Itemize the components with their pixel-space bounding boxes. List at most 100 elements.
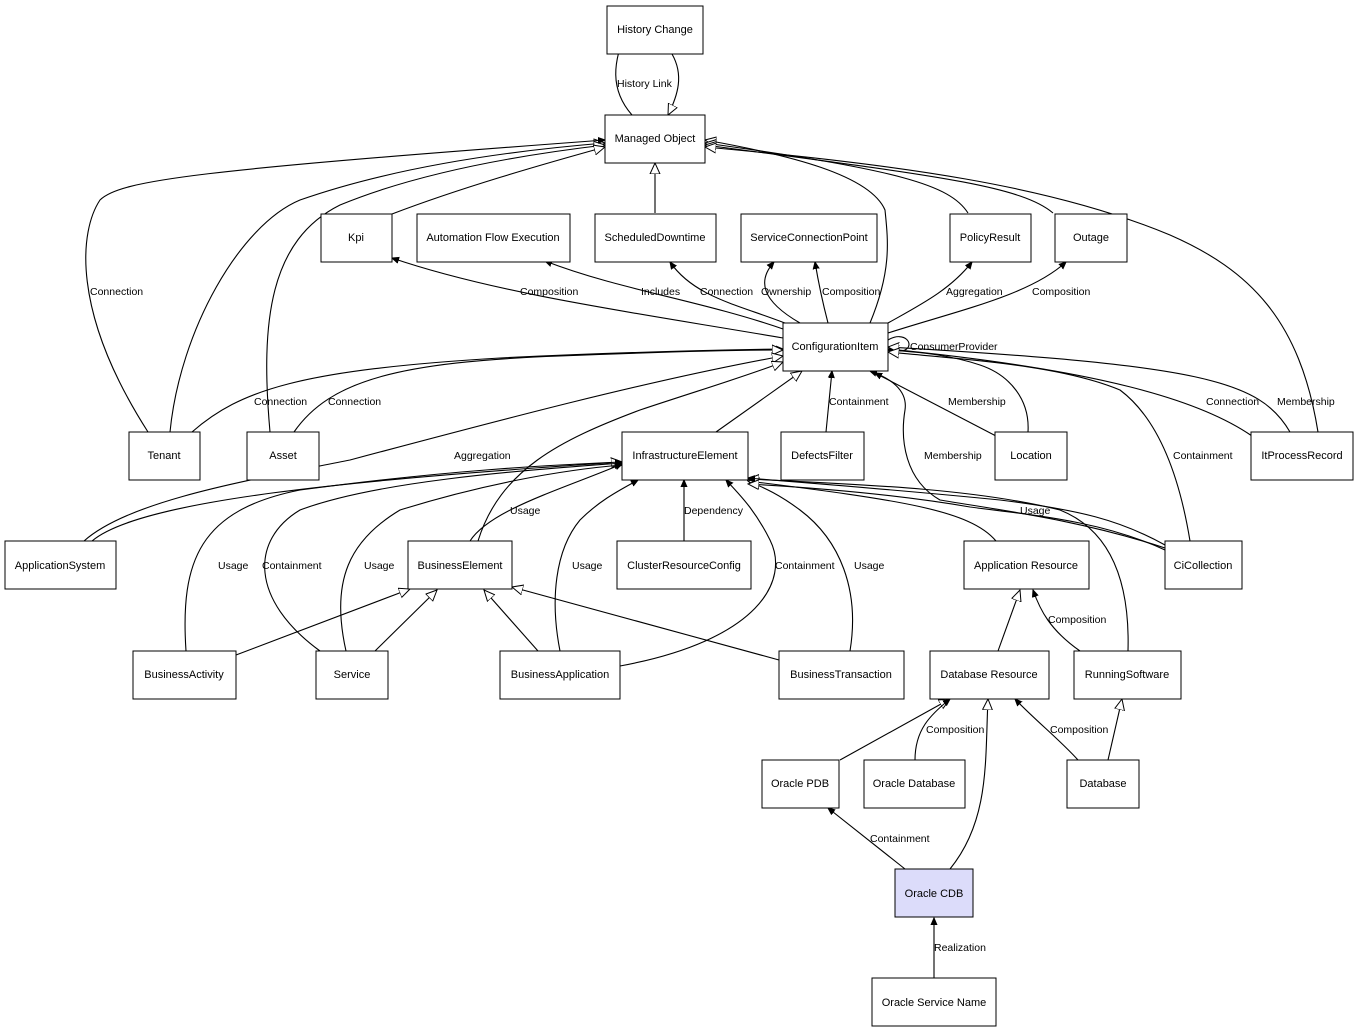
edge-bt-ie-usage: [748, 481, 854, 652]
node-scheduled-downtime[interactable]: ScheduledDowntime: [594, 213, 717, 263]
node-oracle-cdb[interactable]: Oracle CDB: [894, 868, 974, 918]
node-ci-collection[interactable]: CiCollection: [1164, 540, 1243, 590]
edge-label: Aggregation: [946, 286, 1003, 298]
node-label: Oracle CDB: [905, 888, 964, 900]
edge-outage-managed-object: [705, 145, 1054, 214]
node-business-element[interactable]: BusinessElement: [407, 540, 513, 590]
edge-kpi-managed-object: [391, 147, 605, 215]
edge-cicollection-ie-usage: [748, 478, 1166, 546]
node-service[interactable]: Service: [315, 650, 389, 700]
node-oracle-service-name[interactable]: Oracle Service Name: [871, 977, 997, 1027]
node-label: ConfigurationItem: [792, 341, 879, 353]
edge-asset-managed-object: [266, 145, 605, 433]
edge-tenant-managed-object: [169, 143, 605, 433]
edge-label: Usage: [1020, 505, 1051, 517]
node-label: Database: [1079, 778, 1126, 790]
node-cluster-resource-config[interactable]: ClusterResourceConfig: [616, 540, 752, 590]
edge-bapp-ie-containment: [619, 480, 777, 667]
edge-itpr-ci-membership: [888, 347, 1291, 433]
node-label: DefectsFilter: [791, 450, 853, 462]
node-label: Kpi: [348, 232, 364, 244]
node-application-resource[interactable]: Application Resource: [963, 540, 1090, 590]
node-database-resource[interactable]: Database Resource: [929, 650, 1050, 700]
node-automation-flow-execution[interactable]: Automation Flow Execution: [416, 213, 571, 263]
node-kpi[interactable]: Kpi: [320, 213, 393, 263]
node-defects-filter[interactable]: DefectsFilter: [780, 431, 865, 481]
edge-service-be: [374, 590, 437, 652]
edge-cdb-dbr: [949, 699, 988, 870]
edge-opdb-dbr: [839, 699, 950, 761]
node-it-process-record[interactable]: ItProcessRecord: [1250, 431, 1354, 481]
edge-itpr-ci-connection: [888, 349, 1253, 437]
edge-cicollection-ci-containment: [888, 352, 1191, 542]
edge-label: Connection: [254, 396, 307, 408]
node-service-connection-point[interactable]: ServiceConnectionPoint: [740, 213, 878, 263]
node-label: Asset: [269, 450, 297, 462]
edge-cicollection-ci-membership: [870, 371, 1166, 549]
node-asset[interactable]: Asset: [246, 431, 320, 481]
node-business-transaction[interactable]: BusinessTransaction: [778, 650, 905, 700]
node-history-change[interactable]: History Change: [606, 5, 704, 55]
edge-odb-dbr-composition: [914, 699, 950, 761]
edge-rs-ar-composition: [1033, 590, 1081, 652]
edge-label: Connection: [700, 286, 753, 298]
node-label: History Change: [617, 24, 693, 36]
edge-label: Composition: [1050, 724, 1109, 736]
edge-ci-consumer-provider: [887, 336, 910, 351]
edge-ba-be: [235, 589, 410, 656]
edge-be-ci-generalization: [477, 362, 783, 542]
edge-dbr-ar: [997, 590, 1020, 652]
edge-cicollection-ie: [748, 484, 1166, 551]
node-policy-result[interactable]: PolicyResult: [949, 213, 1032, 263]
edge-label: Composition: [822, 286, 881, 298]
node-tenant[interactable]: Tenant: [128, 431, 201, 481]
node-oracle-pdb[interactable]: Oracle PDB: [761, 759, 840, 809]
edge-label: History Link: [617, 78, 673, 90]
edge-label: Composition: [1048, 614, 1107, 626]
node-application-system[interactable]: ApplicationSystem: [4, 540, 117, 590]
edge-label: Containment: [775, 560, 835, 572]
node-outage[interactable]: Outage: [1054, 213, 1128, 263]
edge-label: Realization: [934, 942, 986, 954]
node-label: Oracle PDB: [771, 778, 829, 790]
edge-policy-result-managed-object: [705, 143, 969, 214]
node-running-software[interactable]: RunningSoftware: [1073, 650, 1182, 700]
node-oracle-database[interactable]: Oracle Database: [863, 759, 966, 809]
node-business-activity[interactable]: BusinessActivity: [132, 650, 237, 700]
edge-label: Composition: [520, 286, 579, 298]
edge-label: Includes: [641, 286, 680, 298]
node-label: Location: [1010, 450, 1052, 462]
node-label: BusinessApplication: [511, 669, 609, 681]
edge-asset-ci-connection: [293, 350, 783, 433]
node-label: Outage: [1073, 232, 1109, 244]
edge-location-ci-membership: [875, 373, 997, 437]
node-business-application[interactable]: BusinessApplication: [499, 650, 621, 700]
edge-label: Usage: [218, 560, 249, 572]
edge-be-ie-usage: [469, 464, 622, 542]
node-label: Database Resource: [940, 669, 1037, 681]
node-label: Oracle Service Name: [882, 997, 987, 1009]
edge-label: Membership: [924, 450, 982, 462]
node-configuration-item[interactable]: ConfigurationItem: [782, 322, 889, 372]
node-label: ClusterResourceConfig: [627, 560, 741, 572]
node-location[interactable]: Location: [994, 431, 1068, 481]
node-label: PolicyResult: [960, 232, 1021, 244]
edge-label: Membership: [1277, 396, 1335, 408]
edge-ci-policy-aggregation: [887, 262, 972, 324]
edge-tenant-connection: [85, 140, 605, 433]
node-label: Tenant: [147, 450, 180, 462]
node-infrastructure-element[interactable]: InfrastructureElement: [621, 431, 749, 481]
node-managed-object[interactable]: Managed Object: [604, 114, 706, 164]
edge-label: Aggregation: [454, 450, 511, 462]
node-label: InfrastructureElement: [632, 450, 737, 462]
edge-ar-ie: [748, 481, 997, 542]
node-label: ServiceConnectionPoint: [750, 232, 867, 244]
node-label: Managed Object: [615, 133, 696, 145]
node-database[interactable]: Database: [1066, 759, 1140, 809]
edge-itpr-managed-object: [705, 147, 1319, 433]
edge-history-change-generalization: [668, 53, 680, 115]
edge-label: Dependency: [684, 505, 744, 517]
edge-appsys-ci-aggregation: [83, 356, 783, 542]
edges: [83, 27, 1319, 978]
